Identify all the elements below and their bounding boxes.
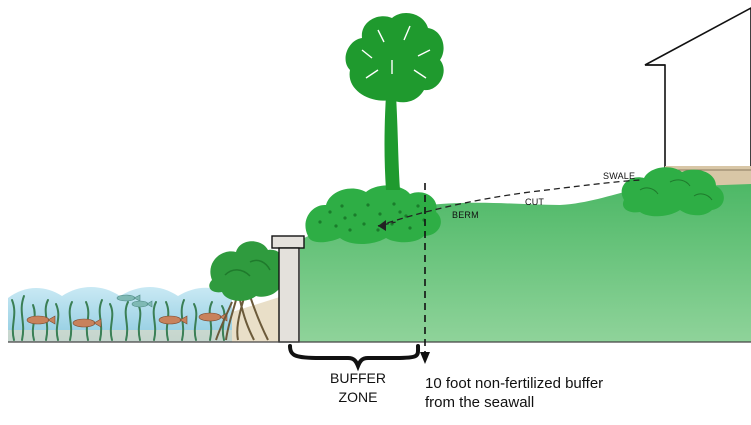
buffer-zone-line1: BUFFER [330, 370, 386, 386]
buffer-note-line1: 10 foot non-fertilized buffer [425, 375, 604, 392]
sediment [8, 330, 283, 342]
buffer-zone-line2: ZONE [338, 389, 378, 405]
mangrove-icon [209, 241, 284, 341]
cut-label: CUT [525, 197, 545, 207]
seawall [271, 235, 305, 343]
arrow-down-icon [420, 352, 430, 364]
buffer-note: 10 foot non-fertilized buffer from the s… [425, 374, 603, 412]
palm-tree-icon [345, 13, 444, 190]
swale-shrub-icon [621, 167, 724, 217]
water [8, 287, 232, 342]
swale-label: SWALE [603, 171, 636, 181]
berm-label: BERM [452, 210, 479, 220]
house-icon [644, 7, 751, 188]
original-grade-line [377, 179, 641, 227]
buffer-note-line2: from the seawall [425, 394, 535, 411]
buffer-zone-label: BUFFER ZONE [330, 369, 386, 407]
brace-icon [288, 344, 421, 372]
berm-arrow-icon [378, 220, 386, 231]
berm-shrub-icon [305, 185, 441, 244]
